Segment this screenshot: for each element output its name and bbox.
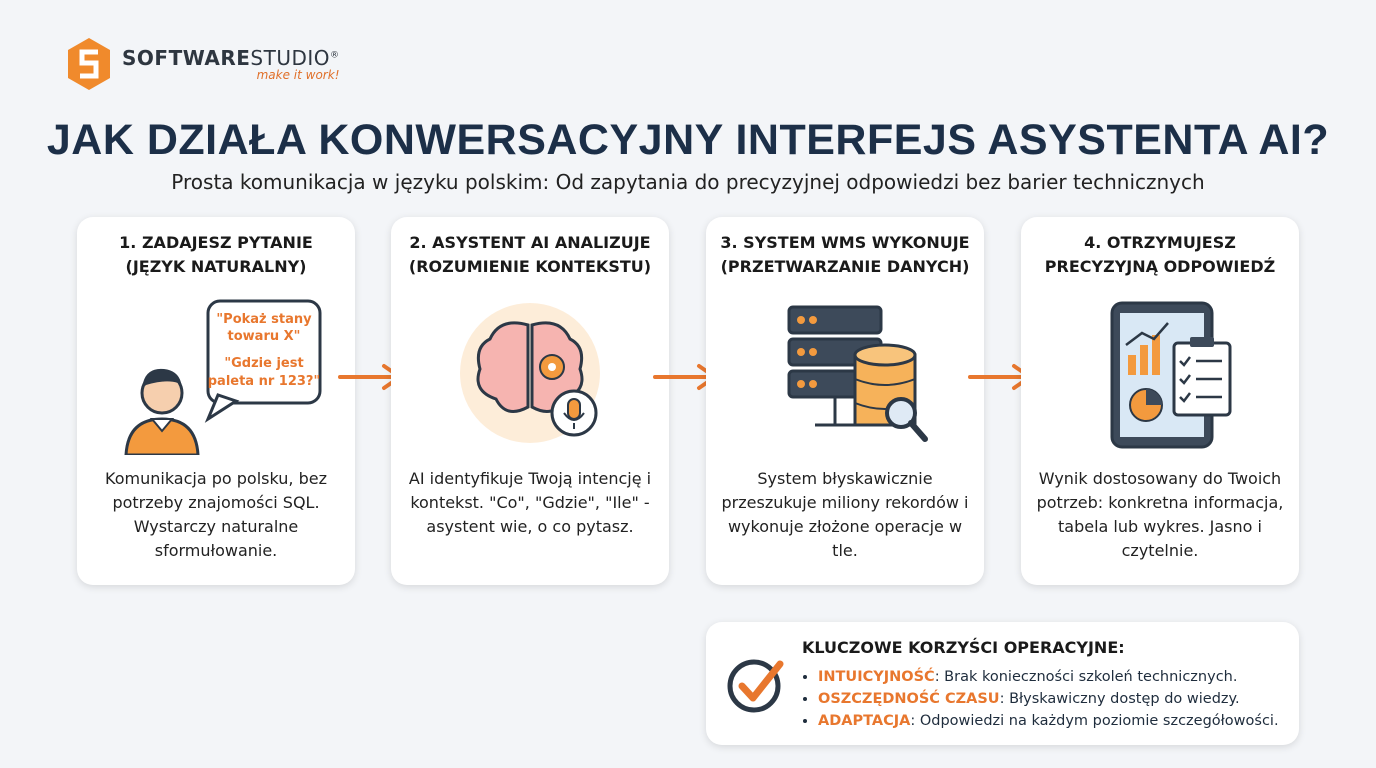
step-card-2: 2. ASYSTENT AI ANALIZUJE(ROZUMIENIE KONT…: [391, 217, 669, 585]
step-title: 3. SYSTEM WMS WYKONUJE(PRZETWARZANIE DAN…: [720, 233, 970, 276]
brand-name: SOFTWARESTUDIO®: [122, 46, 340, 70]
page-subtitle: Prosta komunikacja w języku polskim: Od …: [171, 170, 1205, 194]
step-description: System błyskawicznie przeszukuje miliony…: [721, 469, 969, 560]
page-title: JAK DZIAŁA KONWERSACYJNY INTERFEJS ASYST…: [46, 116, 1330, 164]
tagline: make it work!: [256, 68, 340, 82]
benefit-item: INTUICYJNOŚĆ: Brak konieczności szkoleń …: [818, 666, 1279, 688]
step-title: 1. ZADAJESZ PYTANIE(JĘZYK NATURALNY): [119, 233, 313, 276]
benefits-box: KLUCZOWE KORZYŚCI OPERACYJNE: INTUICYJNO…: [706, 622, 1299, 745]
svg-text:towaru X": towaru X": [228, 329, 301, 344]
user-speech-bubble-icon: "Pokaż stany towaru X" "Gdzie jest palet…: [77, 295, 355, 455]
server-database-search-icon: [706, 295, 984, 455]
checkmark-circle-icon: [727, 659, 784, 713]
benefit-item: OSZCZĘDNOŚĆ CZASU: Błyskawiczny dostęp d…: [818, 688, 1279, 710]
svg-text:"Pokaż stany: "Pokaż stany: [216, 312, 312, 327]
step-title: 2. ASYSTENT AI ANALIZUJE(ROZUMIENIE KONT…: [408, 233, 652, 276]
step-description: AI identyfikuje Twoją intencję i konteks…: [408, 469, 652, 536]
benefits-title: KLUCZOWE KORZYŚCI OPERACYJNE:: [802, 638, 1125, 657]
svg-text:"Gdzie jest: "Gdzie jest: [224, 356, 303, 371]
step-description: Komunikacja po polsku, bez potrzeby znaj…: [105, 469, 327, 560]
logo: SOFTWARESTUDIO® make it work!: [68, 38, 340, 90]
step-card-1: 1. ZADAJESZ PYTANIE(JĘZYK NATURALNY) "Po…: [77, 217, 355, 585]
benefits-list: INTUICYJNOŚĆ: Brak konieczności szkoleń …: [818, 666, 1279, 732]
benefit-item: ADAPTACJA: Odpowiedzi na każdym poziomie…: [818, 710, 1279, 732]
step-description: Wynik dostosowany do Twoich potrzeb: kon…: [1036, 469, 1284, 560]
brain-gear-microphone-icon: [391, 295, 669, 455]
svg-text:paleta nr 123?": paleta nr 123?": [208, 374, 321, 389]
tablet-chart-checklist-icon: [1021, 295, 1299, 455]
step-card-3: 3. SYSTEM WMS WYKONUJE(PRZETWARZANIE DAN…: [706, 217, 984, 585]
logo-hexagon-icon: [68, 38, 110, 90]
